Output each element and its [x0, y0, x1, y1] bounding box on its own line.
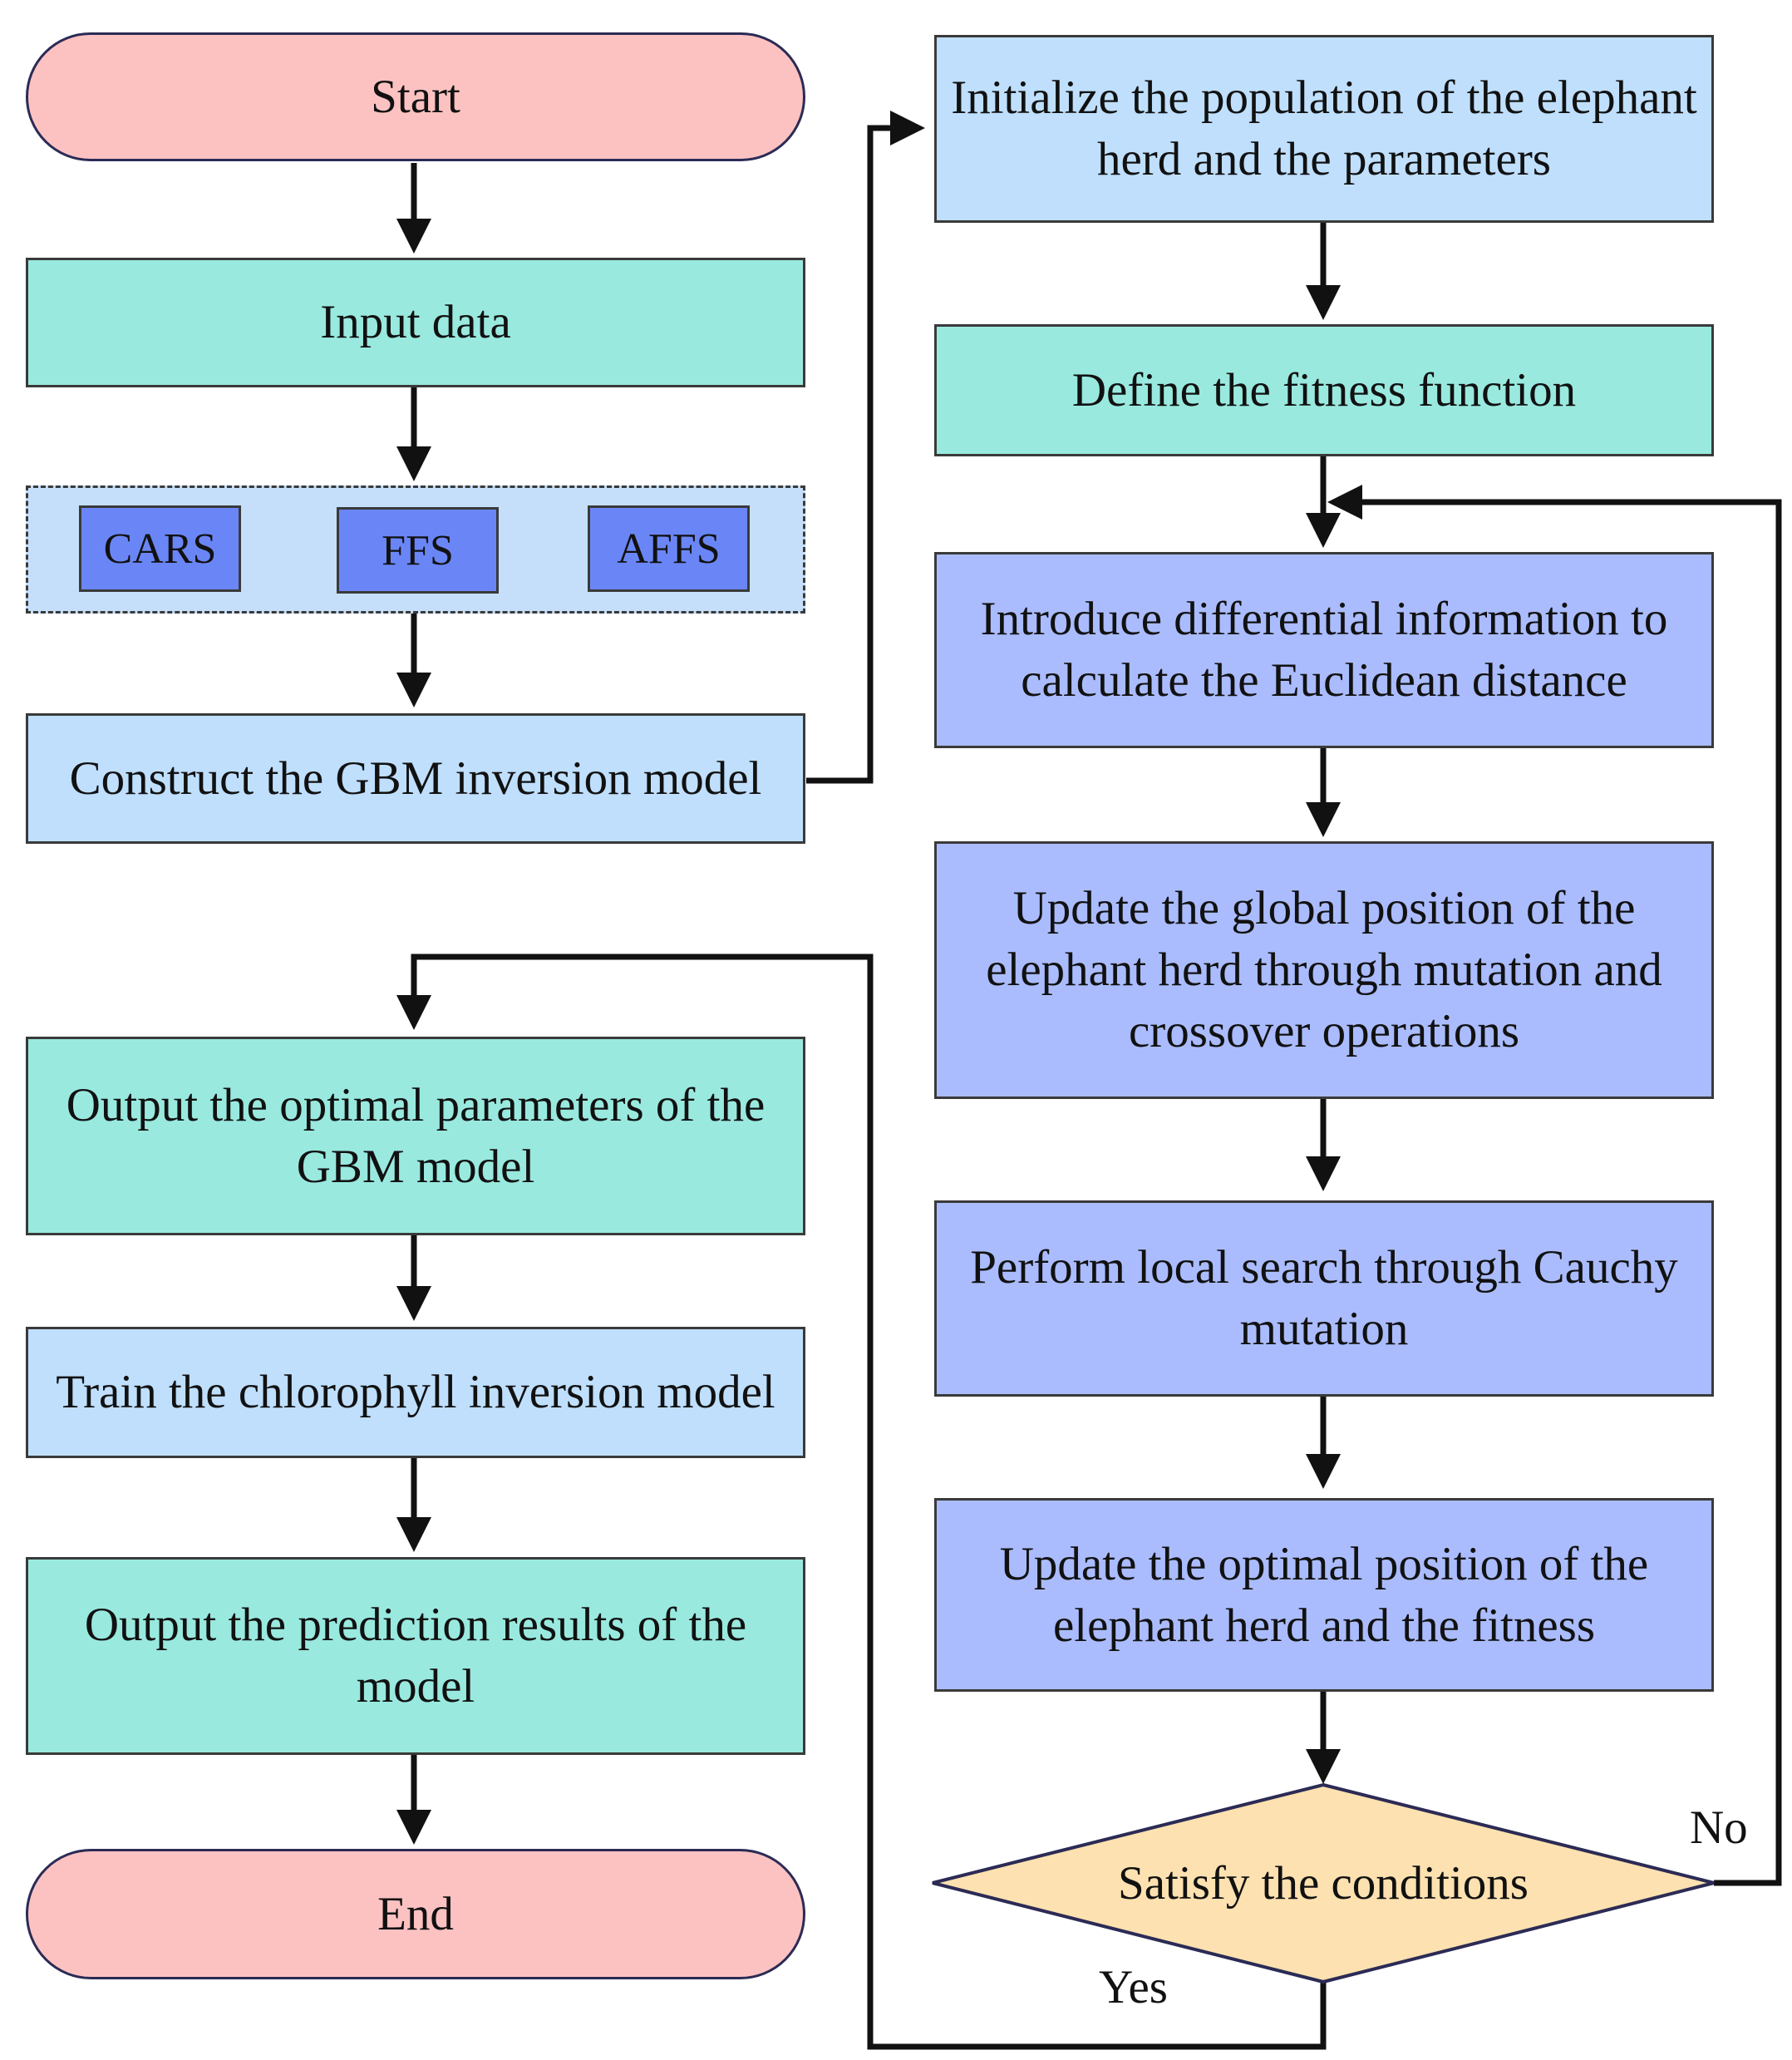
define-fitness-label: Define the fitness function — [1071, 363, 1577, 416]
output-prediction-label: Output the prediction results of the mod… — [84, 1599, 747, 1713]
introduce-diff-node: Introduce differential information to ca… — [934, 552, 1714, 748]
define-fitness-node: Define the fitness function — [934, 324, 1714, 456]
train-model-node: Train the chlorophyll inversion model — [26, 1327, 805, 1458]
arrow-condition-yes-to-output — [396, 954, 1327, 2050]
update-optimal-label: Update the optimal position of the eleph… — [999, 1537, 1649, 1652]
arrow-construct-to-initialize — [806, 111, 925, 784]
feature-ffs-label: FFS — [382, 526, 454, 574]
output-optimal-node: Output the optimal parameters of the GBM… — [26, 1037, 805, 1235]
yes-label: Yes — [1099, 1961, 1168, 2013]
end-label: End — [377, 1887, 454, 1940]
update-global-label: Update the global position of the elepha… — [986, 882, 1662, 1057]
input-data-label: Input data — [320, 296, 511, 348]
condition-label: Satisfy the conditions — [1118, 1856, 1529, 1910]
construct-model-node: Construct the GBM inversion model — [26, 713, 805, 844]
initialize-label: Initialize the population of the elephan… — [951, 71, 1697, 185]
feature-affs-label: AFFS — [617, 525, 721, 573]
feature-cars-label: CARS — [103, 525, 217, 573]
input-data-node: Input data — [26, 258, 805, 387]
output-prediction-node: Output the prediction results of the mod… — [26, 1557, 805, 1755]
feature-affs: AFFS — [588, 505, 750, 592]
arrow-condition-no-loop — [1327, 485, 1782, 1886]
output-optimal-label: Output the optimal parameters of the GBM… — [66, 1078, 766, 1193]
condition-text: Satisfy the conditions — [997, 1829, 1649, 1937]
initialize-node: Initialize the population of the elephan… — [934, 35, 1714, 223]
train-model-label: Train the chlorophyll inversion model — [56, 1366, 775, 1418]
end-node: End — [26, 1849, 805, 1979]
introduce-diff-label: Introduce differential information to ca… — [980, 593, 1668, 707]
edge-label-yes: Yes — [1099, 1960, 1168, 2014]
no-label: No — [1690, 1801, 1748, 1854]
decision-diamond — [932, 1782, 1715, 1984]
start-node: Start — [26, 32, 805, 161]
local-search-label: Perform local search through Cauchy muta… — [970, 1241, 1678, 1355]
update-global-node: Update the global position of the elepha… — [934, 841, 1714, 1099]
feature-ffs: FFS — [337, 507, 499, 594]
update-optimal-node: Update the optimal position of the eleph… — [934, 1498, 1714, 1692]
local-search-node: Perform local search through Cauchy muta… — [934, 1200, 1714, 1397]
edge-label-no: No — [1690, 1801, 1748, 1855]
construct-model-label: Construct the GBM inversion model — [69, 752, 762, 805]
feature-cars: CARS — [79, 505, 241, 592]
start-label: Start — [371, 70, 460, 123]
